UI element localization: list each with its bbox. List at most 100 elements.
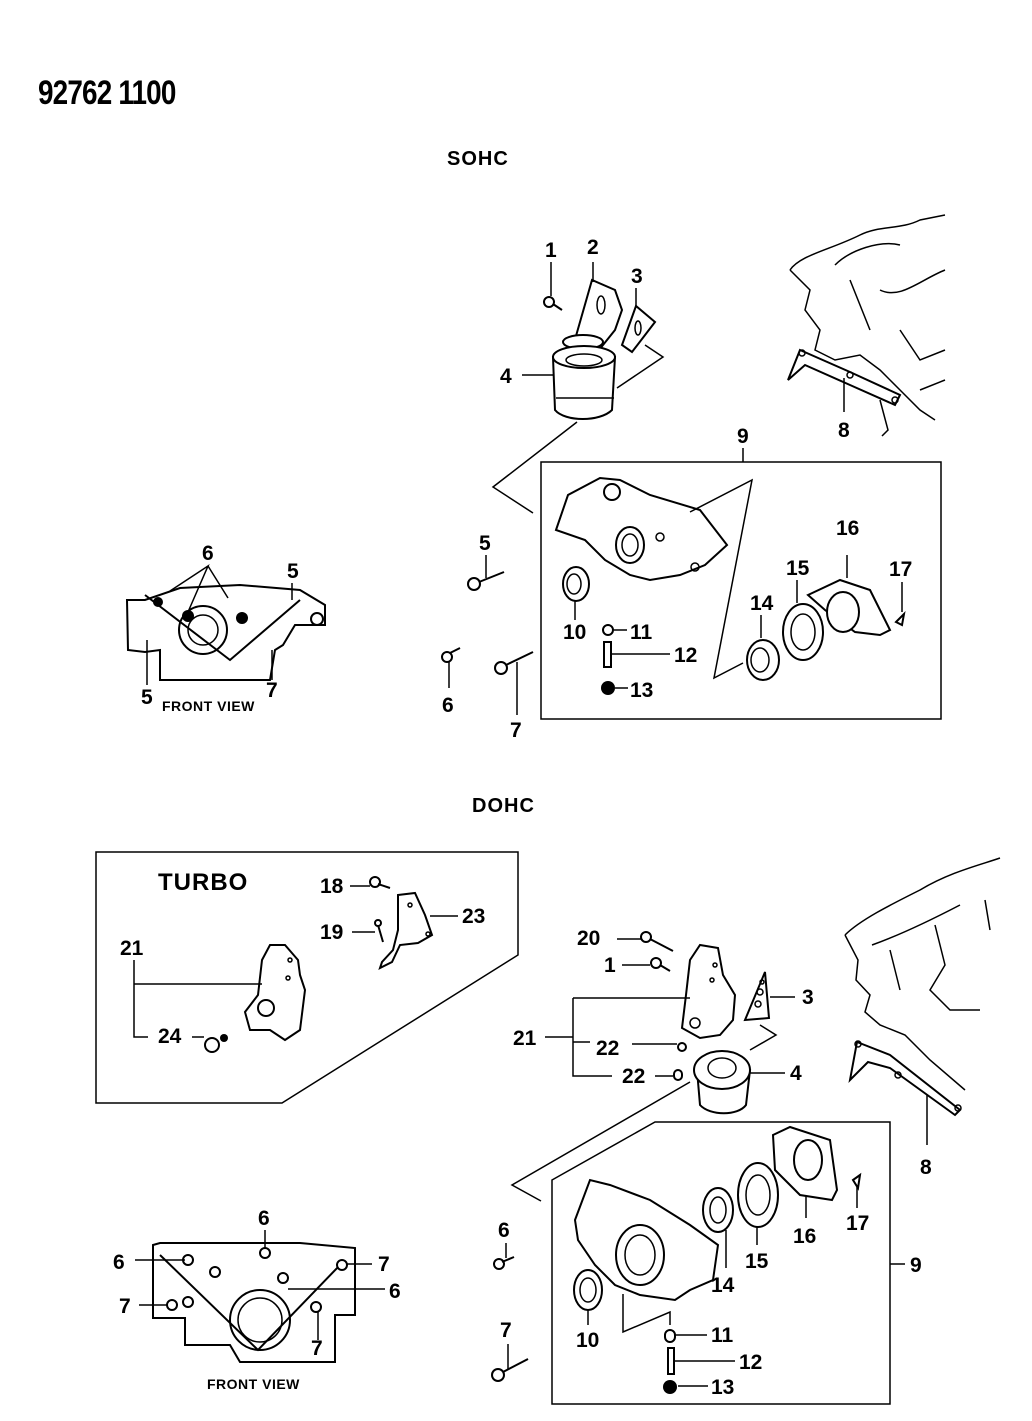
dohc-bolt-6 bbox=[493, 1243, 515, 1270]
sohc-gasket-8 bbox=[787, 348, 902, 437]
sohc-cover-16 bbox=[806, 555, 892, 637]
dohc-callout-3: 3 bbox=[802, 986, 814, 1009]
dohc-callout-10: 10 bbox=[576, 1329, 600, 1352]
sohc-oil-filter-4 bbox=[522, 334, 617, 420]
dohc-pump-assembly-box bbox=[551, 1121, 891, 1405]
dohc-outer-rotor-15 bbox=[737, 1162, 779, 1245]
sohc-engine-block bbox=[789, 214, 946, 421]
sohc-plunger-11 bbox=[602, 624, 627, 636]
dohc-bolt-1 bbox=[622, 957, 671, 972]
dohc-callout-9: 9 bbox=[910, 1254, 922, 1277]
turbo-callout-21: 21 bbox=[120, 937, 144, 960]
sohc-oil-pump-body bbox=[554, 476, 729, 582]
sohc-oil-seal-10 bbox=[562, 566, 590, 620]
sohc-spring-12 bbox=[603, 641, 670, 668]
dohc-callout-21: 21 bbox=[513, 1027, 537, 1050]
sohc-front-callout-5-right: 5 bbox=[287, 560, 299, 583]
dohc-oring-22a bbox=[632, 1042, 687, 1052]
turbo-bolt-19 bbox=[352, 919, 384, 943]
sohc-gasket-3 bbox=[616, 288, 665, 389]
dohc-gasket-8 bbox=[848, 1040, 962, 1145]
sohc-callout-14: 14 bbox=[750, 592, 774, 615]
dohc-callout-22-lower: 22 bbox=[622, 1065, 646, 1088]
dohc-callout-11: 11 bbox=[711, 1324, 734, 1347]
sohc-callout-17: 17 bbox=[889, 558, 913, 581]
dohc-callout-14: 14 bbox=[711, 1274, 735, 1297]
sohc-bolt-1 bbox=[543, 262, 563, 311]
dohc-cover-16 bbox=[771, 1125, 839, 1218]
dohc-gasket-3 bbox=[743, 971, 795, 1051]
dohc-screw-17 bbox=[851, 1172, 862, 1208]
dohc-front-callout-6-left: 6 bbox=[113, 1251, 125, 1274]
sohc-callout-6: 6 bbox=[442, 694, 454, 717]
dohc-front-callout-7-left: 7 bbox=[119, 1295, 131, 1318]
dohc-plunger-11 bbox=[664, 1329, 707, 1343]
turbo-callout-23: 23 bbox=[462, 905, 486, 928]
sohc-front-callout-6: 6 bbox=[202, 542, 214, 565]
turbo-callout-24: 24 bbox=[158, 1025, 182, 1048]
sohc-section-title: SOHC bbox=[447, 148, 509, 170]
dohc-front-callout-7-bottom: 7 bbox=[311, 1337, 323, 1360]
dohc-front-view-caption: FRONT VIEW bbox=[207, 1376, 300, 1392]
sohc-callout-4: 4 bbox=[500, 365, 512, 388]
dohc-oil-filter-4 bbox=[693, 1050, 785, 1115]
dohc-plug-13 bbox=[663, 1380, 708, 1394]
dohc-filter-bracket-21 bbox=[545, 943, 737, 1077]
sohc-pump-assembly-box bbox=[540, 461, 942, 720]
sohc-bolt-5 bbox=[467, 555, 505, 591]
dohc-front-callout-6-right: 6 bbox=[389, 1280, 401, 1303]
sohc-callout-12: 12 bbox=[674, 644, 698, 667]
turbo-filter-bracket-21 bbox=[133, 944, 307, 1042]
dohc-front-callout-7-right: 7 bbox=[378, 1253, 390, 1276]
dohc-callout-16: 16 bbox=[793, 1225, 817, 1248]
turbo-bolt-18 bbox=[350, 876, 391, 889]
dohc-callout-12: 12 bbox=[739, 1351, 763, 1374]
turbo-label: TURBO bbox=[158, 869, 249, 896]
sohc-callout-3: 3 bbox=[631, 265, 643, 288]
sohc-rotor-leader bbox=[689, 478, 754, 680]
sohc-callout-7: 7 bbox=[510, 719, 522, 742]
sohc-callout-9: 9 bbox=[737, 425, 749, 448]
dohc-section-title: DOHC bbox=[472, 795, 535, 817]
sohc-callout-13: 13 bbox=[630, 679, 654, 702]
diagram-part-number: 92762 1100 bbox=[38, 74, 176, 112]
sohc-leader-line bbox=[491, 421, 578, 514]
sohc-callout-11: 11 bbox=[630, 621, 653, 644]
dohc-engine-block bbox=[844, 857, 1001, 1091]
dohc-spring-12 bbox=[667, 1347, 735, 1375]
dohc-callout-20: 20 bbox=[577, 927, 601, 950]
dohc-callout-17: 17 bbox=[846, 1212, 870, 1235]
turbo-bracket-23 bbox=[378, 891, 458, 970]
dohc-inner-rotor-14 bbox=[702, 1187, 734, 1268]
sohc-bolt-7 bbox=[494, 651, 534, 715]
sohc-callout-16: 16 bbox=[836, 517, 860, 540]
sohc-bolt-6 bbox=[441, 647, 461, 688]
dohc-front-callout-6-top: 6 bbox=[258, 1207, 270, 1230]
dohc-bolt-20 bbox=[617, 931, 674, 952]
turbo-box bbox=[95, 851, 519, 1104]
dohc-bolt-7 bbox=[491, 1344, 529, 1382]
dohc-callout-8: 8 bbox=[920, 1156, 932, 1179]
dohc-front-view-drawing bbox=[135, 1230, 385, 1363]
sohc-callout-8: 8 bbox=[838, 419, 850, 442]
dohc-callout-15: 15 bbox=[745, 1250, 769, 1273]
sohc-callout-10: 10 bbox=[563, 621, 587, 644]
turbo-callout-19: 19 bbox=[320, 921, 344, 944]
turbo-callout-18: 18 bbox=[320, 875, 344, 898]
sohc-front-callout-5-left: 5 bbox=[141, 686, 153, 709]
sohc-callout-1: 1 bbox=[545, 239, 557, 262]
sohc-plug-13 bbox=[601, 681, 628, 695]
sohc-inner-rotor-14 bbox=[746, 615, 780, 681]
turbo-plug-24 bbox=[192, 1034, 228, 1053]
dohc-leader-line bbox=[510, 1081, 691, 1202]
dohc-oil-seal-10 bbox=[573, 1269, 603, 1325]
sohc-outer-rotor-15 bbox=[782, 580, 824, 661]
sohc-callout-15: 15 bbox=[786, 557, 810, 580]
dohc-callout-1: 1 bbox=[604, 954, 616, 977]
dohc-callout-22-upper: 22 bbox=[596, 1037, 620, 1060]
dohc-callout-13: 13 bbox=[711, 1376, 735, 1399]
sohc-front-view-caption: FRONT VIEW bbox=[162, 698, 255, 714]
dohc-oring-22b bbox=[655, 1069, 683, 1081]
sohc-front-callout-7: 7 bbox=[266, 679, 278, 702]
